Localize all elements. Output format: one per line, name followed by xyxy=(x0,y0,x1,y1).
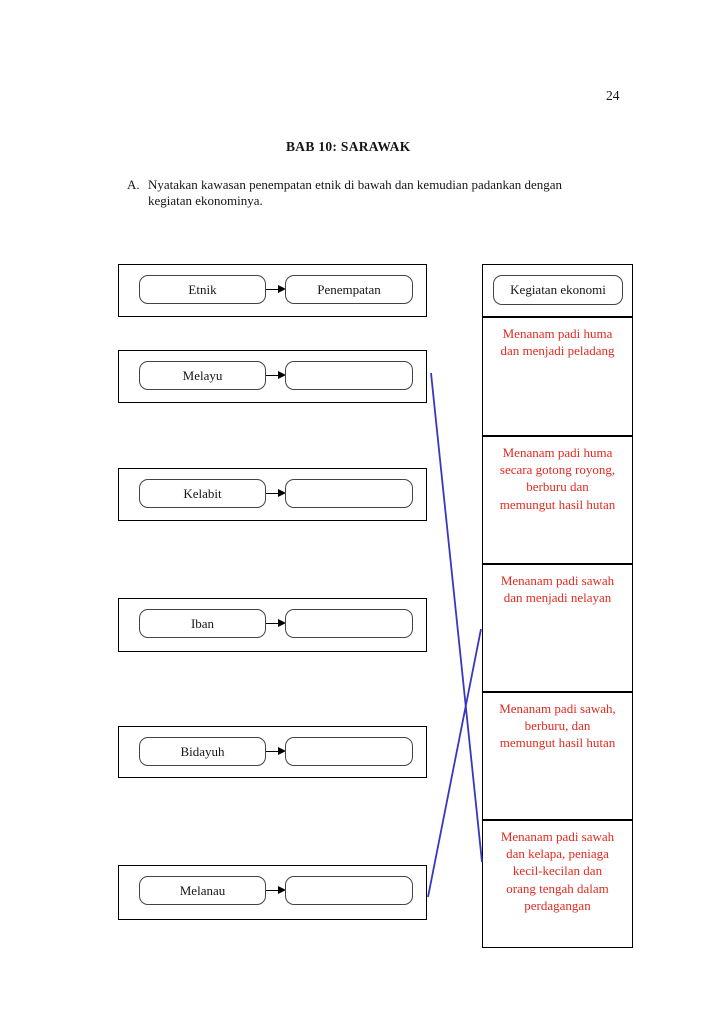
instruction-text: Nyatakan kawasan penempatan etnik di baw… xyxy=(148,177,563,208)
arrow-right-icon xyxy=(266,489,286,497)
settlement-answer-box xyxy=(285,361,413,390)
ethnic-row-bidayuh: Bidayuh xyxy=(118,726,427,778)
instruction-label: A. xyxy=(127,177,140,192)
connection-line-activity3-melanau xyxy=(427,628,482,898)
arrow-right-icon xyxy=(266,285,286,293)
etnik-header-box: Etnik xyxy=(139,275,266,304)
divider xyxy=(483,316,632,318)
ethnic-label-box: Kelabit xyxy=(139,479,266,508)
settlement-answer-box xyxy=(285,876,413,905)
instruction: A. Nyatakan kawasan penempatan etnik di … xyxy=(127,177,562,209)
penempatan-header-box: Penempatan xyxy=(285,275,413,304)
page-title: BAB 10: SARAWAK xyxy=(286,139,411,154)
ethnic-row-melanau: Melanau xyxy=(118,865,427,920)
connection-line-melayu-activity5 xyxy=(430,372,483,863)
activity-cell: Menanam padi huma dan menjadi peladang xyxy=(500,326,615,359)
ethnic-label-box: Melanau xyxy=(139,876,266,905)
ethnic-label-box: Iban xyxy=(139,609,266,638)
ethnic-label-box: Melayu xyxy=(139,361,266,390)
divider xyxy=(483,435,632,437)
divider xyxy=(483,819,632,821)
activity-cell: Menanam padi sawah dan kelapa, peniaga k… xyxy=(500,829,615,913)
settlement-answer-box xyxy=(285,609,413,638)
ethnic-row-kelabit: Kelabit xyxy=(118,468,427,521)
activity-cell: Menanam padi sawah, berburu, dan memungu… xyxy=(499,701,616,751)
economy-header-box: Kegiatan ekonomi xyxy=(493,275,623,305)
arrow-right-icon xyxy=(266,619,286,627)
activity-cell: Menanam padi huma secara gotong royong, … xyxy=(499,445,616,512)
page-number: 24 xyxy=(606,88,620,103)
activity-cell: Menanam padi sawah dan menjadi nelayan xyxy=(500,573,615,606)
arrow-right-icon xyxy=(266,371,286,379)
economy-column: Kegiatan ekonomi Menanam padi huma dan m… xyxy=(482,264,633,948)
divider xyxy=(483,563,632,565)
ethnic-row-iban: Iban xyxy=(118,598,427,652)
settlement-answer-box xyxy=(285,737,413,766)
settlement-answer-box xyxy=(285,479,413,508)
ethnic-row-melayu: Melayu xyxy=(118,350,427,403)
header-row: Etnik Penempatan xyxy=(118,264,427,317)
arrow-right-icon xyxy=(266,747,286,755)
divider xyxy=(483,691,632,693)
ethnic-label-box: Bidayuh xyxy=(139,737,266,766)
arrow-right-icon xyxy=(266,886,286,894)
